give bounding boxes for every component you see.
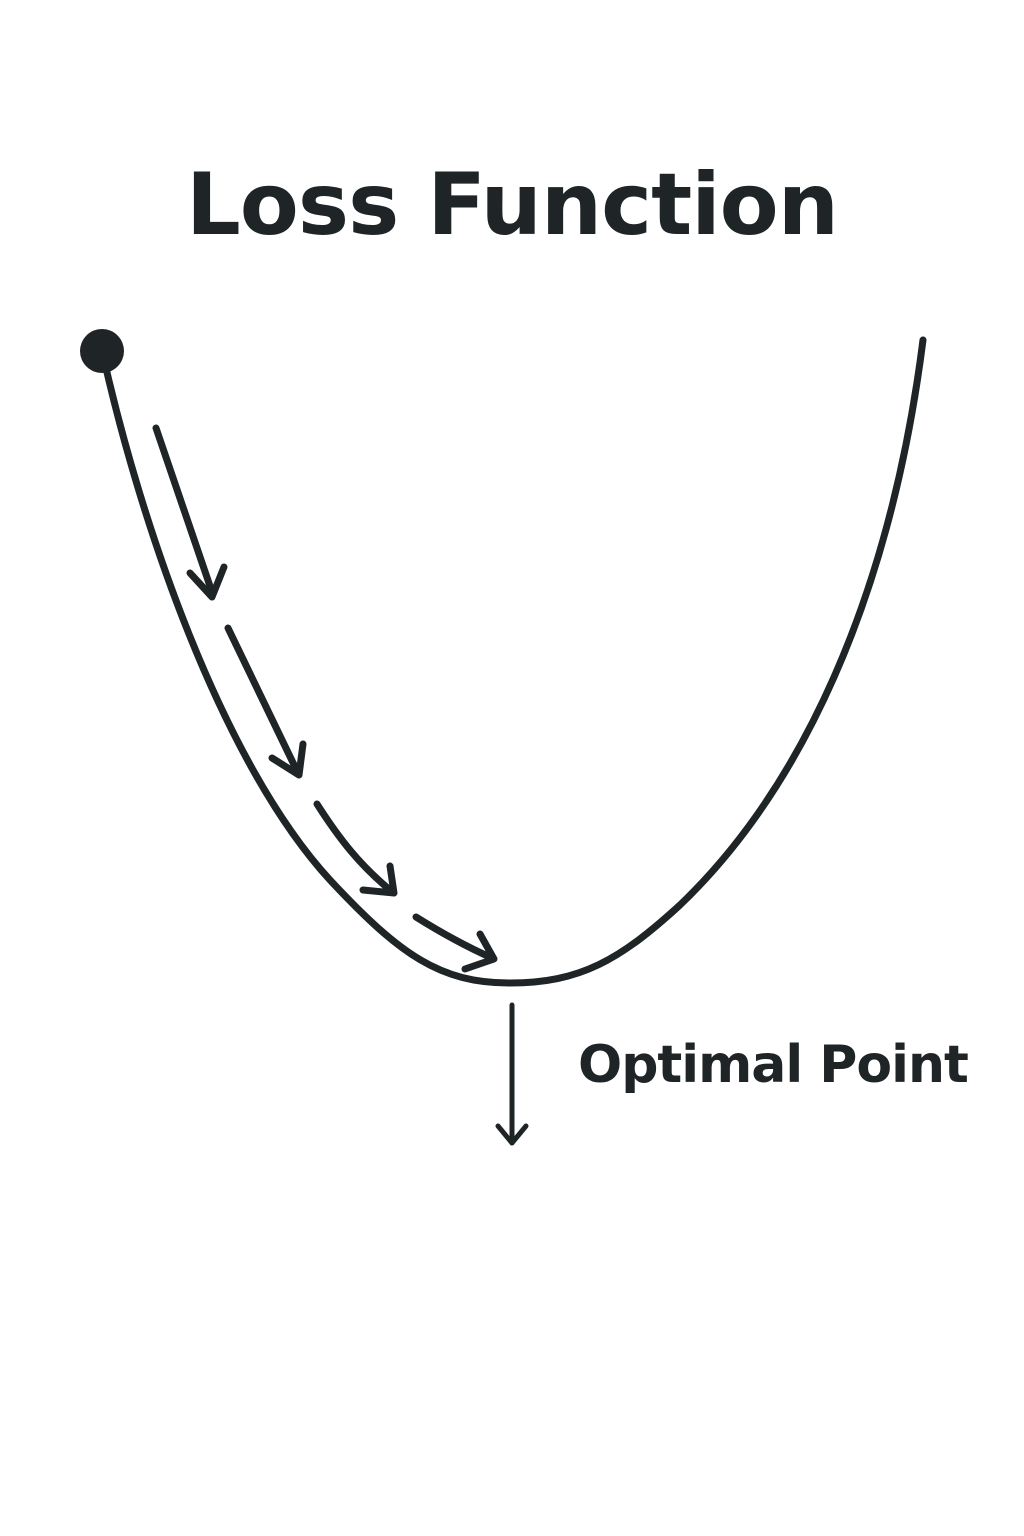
- step-arrow-head: [186, 563, 228, 601]
- step-arrow-shaft: [152, 424, 216, 596]
- step-arrow-shaft: [313, 800, 394, 894]
- step-arrow-icon-2: [224, 624, 307, 779]
- descent-step-arrows: [152, 424, 498, 973]
- step-arrow-icon-1: [152, 424, 228, 601]
- step-arrow-shaft: [224, 624, 301, 775]
- step-arrow-head: [268, 740, 307, 779]
- step-arrow-shaft: [412, 913, 496, 962]
- step-arrow-icon-3: [313, 800, 398, 897]
- step-arrow-head: [359, 862, 398, 897]
- step-arrow-head: [461, 930, 498, 973]
- optimum-down-arrow-icon: [495, 1002, 529, 1146]
- diagram-title: Loss Function: [186, 155, 839, 255]
- optimal-point-label: Optimal Point: [578, 1035, 969, 1095]
- loss-curve: [99, 336, 927, 987]
- start-point-icon: [80, 329, 124, 373]
- step-arrow-icon-4: [412, 913, 498, 973]
